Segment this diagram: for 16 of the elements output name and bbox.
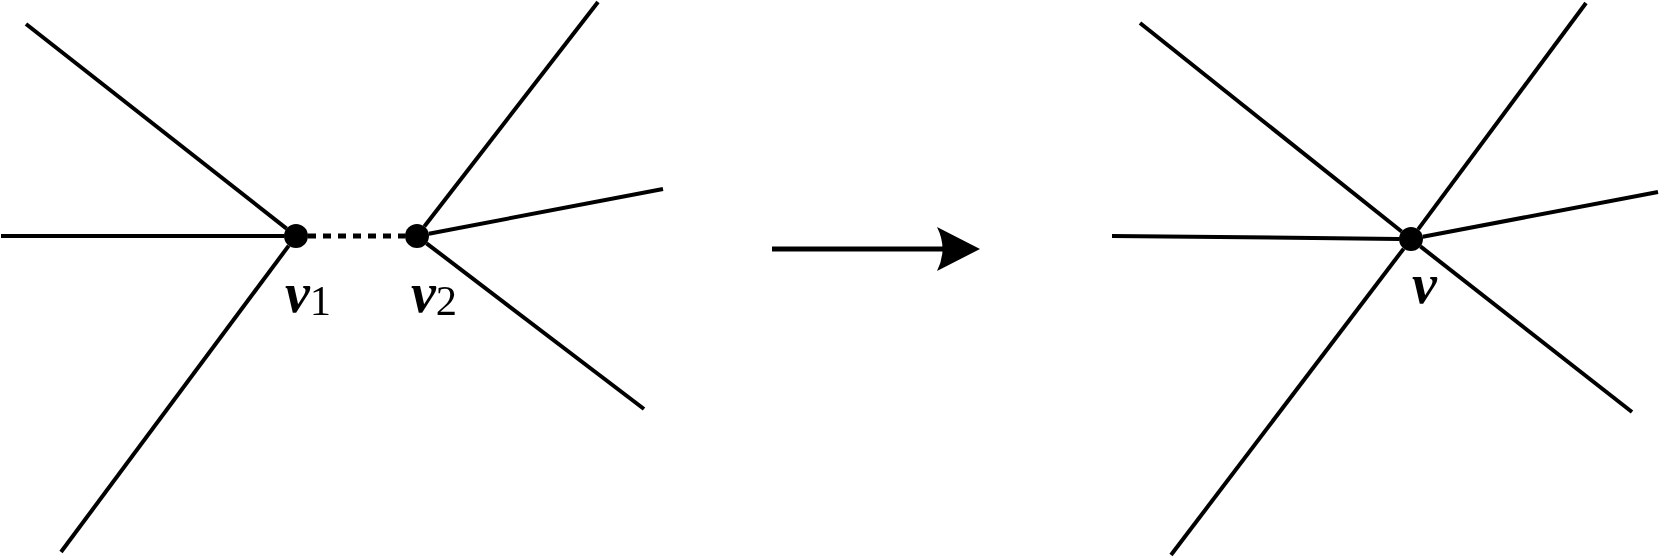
dashed-edge-line (308, 233, 405, 239)
edge-line (1422, 190, 1659, 239)
edge-line (425, 241, 646, 411)
edge-line (422, 0, 600, 228)
vertex-label: v$_{2}$ (411, 265, 458, 321)
edge-line (1416, 1, 1588, 231)
edge-line (1138, 21, 1403, 234)
edge-line (1419, 244, 1634, 414)
edge-line (24, 22, 288, 231)
edge-line (1169, 247, 1406, 557)
vertex-label: v (1412, 256, 1437, 312)
edge-line (1112, 234, 1399, 241)
edge-line (59, 244, 291, 554)
vertex-label: v$_{1}$ (285, 265, 332, 321)
edge-line (1, 234, 284, 238)
edge-line (428, 187, 664, 236)
